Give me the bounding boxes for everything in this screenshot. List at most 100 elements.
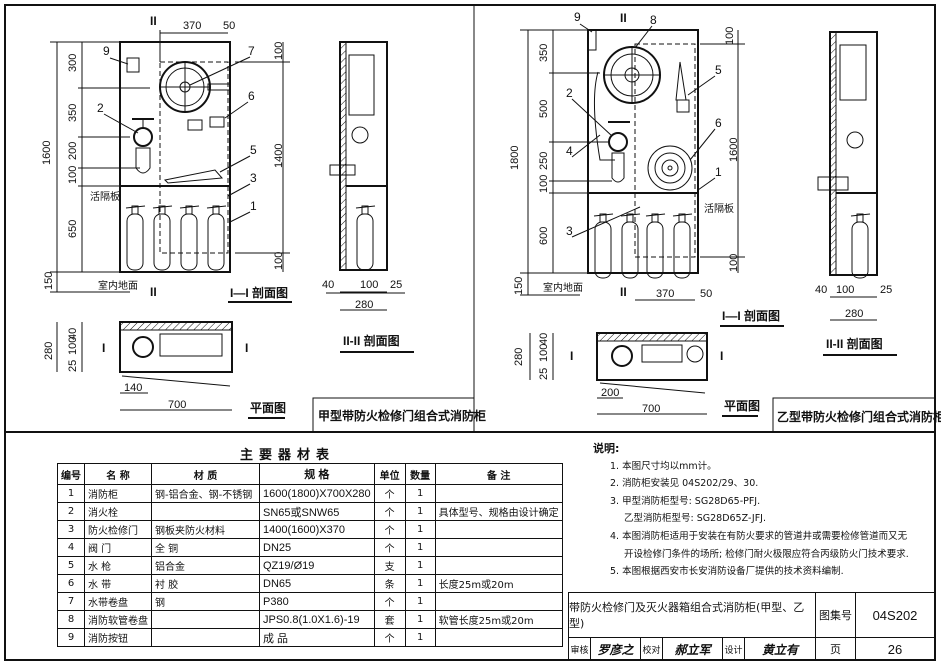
dim: 25 [67, 360, 79, 372]
dim: 150 [43, 272, 55, 290]
table-cell: 成 品 [259, 628, 375, 647]
fire-hydrant [133, 127, 153, 147]
table-cell [434, 556, 563, 575]
table-cell: 水带卷盘 [84, 592, 152, 611]
dim: 200 [601, 387, 619, 399]
table-cell: SN65或SNW65 [259, 502, 375, 521]
table-cell: 消防柜 [84, 484, 152, 503]
right-elevation [520, 29, 745, 301]
table-cell: 套 [373, 610, 406, 629]
dim: 100 [728, 254, 740, 272]
partition-label: 活隔板 [90, 190, 120, 203]
svg-text:9: 9 [103, 44, 110, 58]
dim-total-height: 1600 [41, 141, 53, 165]
svg-text:1: 1 [250, 199, 257, 213]
table-cell: 1 [404, 610, 436, 629]
table-cell: JPS0.8(1.0X1.6)-19 [259, 610, 375, 629]
dim: 200 [67, 142, 79, 160]
dim: 300 [67, 54, 79, 72]
table-cell: 1 [404, 484, 436, 503]
access-door [159, 61, 229, 254]
svg-text:2: 2 [566, 86, 573, 100]
dim: 350 [67, 104, 79, 122]
table-cell: 1 [404, 502, 436, 521]
table-cell: 个 [373, 538, 406, 557]
section-marker: II [620, 285, 627, 299]
table-cell: P380 [259, 592, 375, 611]
nozzle [163, 169, 224, 184]
col-header: 材 质 [151, 463, 260, 485]
left-plan [56, 321, 233, 411]
table-header: 编号 名 称 材 质 规 格 单位 数量 备 注 [57, 463, 563, 485]
dim: 50 [700, 288, 712, 300]
svg-text:3: 3 [250, 171, 257, 185]
col-header: 单位 [373, 463, 406, 485]
dim: 40 [538, 333, 550, 345]
table-cell [434, 628, 563, 647]
table-cell: 1 [404, 538, 436, 557]
table-cell: 个 [373, 502, 406, 521]
left-side-section [326, 41, 405, 311]
table-cell: 钢-铝合金、钢-不锈钢 [151, 484, 260, 503]
side-caption: II-II 剖面图 [826, 336, 883, 351]
table-cell: 1400(1600)X370 [259, 520, 375, 539]
table-cell: 1 [404, 574, 436, 593]
svg-text:5: 5 [715, 63, 722, 77]
dim: 700 [642, 403, 660, 415]
col-header: 规 格 [259, 463, 375, 485]
dim: 100 [273, 252, 285, 270]
svg-text:5: 5 [250, 143, 257, 157]
section-marker: II [150, 14, 157, 28]
table-cell: 全 铜 [151, 538, 260, 557]
notes-heading: 说明: [593, 442, 620, 455]
table-cell: 软管长度25m或20m [434, 610, 563, 629]
svg-text:3: 3 [566, 224, 573, 238]
svg-text:8: 8 [650, 13, 657, 27]
right-side-section [817, 31, 878, 321]
note-item: 乙型消防柜型号: SG28D65Z-JFJ. [624, 513, 766, 525]
dim: 600 [538, 227, 550, 245]
materials-title: 主要器材表 [240, 448, 336, 463]
dim: 1400 [273, 144, 285, 168]
page-label: 页 [816, 638, 856, 660]
dim: 100 [273, 42, 285, 60]
dim: 100 [67, 166, 79, 184]
table-cell [151, 610, 260, 629]
svg-text:9: 9 [574, 10, 581, 24]
dim: 140 [124, 382, 142, 394]
title-block: 带防火检修门及灭火器箱组合式消防柜(甲型、乙型) 图集号 04S202 审核 罗… [568, 592, 935, 660]
note-item: 4. 本图消防柜适用于安装在有防火要求的管道井或需要检修管道而又无 [610, 530, 908, 542]
dim: 280 [845, 308, 863, 320]
floor-label: 室内地面 [543, 281, 583, 294]
left-elevation [50, 30, 290, 293]
section-I-marker: I [570, 349, 573, 363]
plan-caption: 平面图 [250, 401, 286, 415]
cabinet-outline [119, 41, 231, 273]
dim: 100 [360, 279, 378, 291]
col-header: 编号 [57, 463, 85, 485]
dim: 500 [538, 100, 550, 118]
side-caption: II-II 剖面图 [343, 333, 400, 348]
dim: 100 [724, 27, 736, 45]
sheet-border [4, 4, 936, 661]
svg-text:1: 1 [715, 165, 722, 179]
table-cell: 消防按钮 [84, 628, 152, 647]
table-cell: 1 [57, 484, 85, 503]
table-cell: 1 [404, 592, 436, 611]
partition-label: 活隔板 [704, 202, 734, 215]
table-cell: 个 [373, 484, 406, 503]
table-cell: 个 [373, 520, 406, 539]
panel-title: 甲型带防火检修门组合式消防柜 [318, 408, 486, 423]
table-cell: DN25 [259, 538, 375, 557]
dim: 50 [223, 20, 235, 32]
table-cell [434, 592, 563, 611]
svg-text:7: 7 [248, 44, 255, 58]
svg-text:6: 6 [248, 89, 255, 103]
plan-caption: 平面图 [724, 399, 760, 413]
